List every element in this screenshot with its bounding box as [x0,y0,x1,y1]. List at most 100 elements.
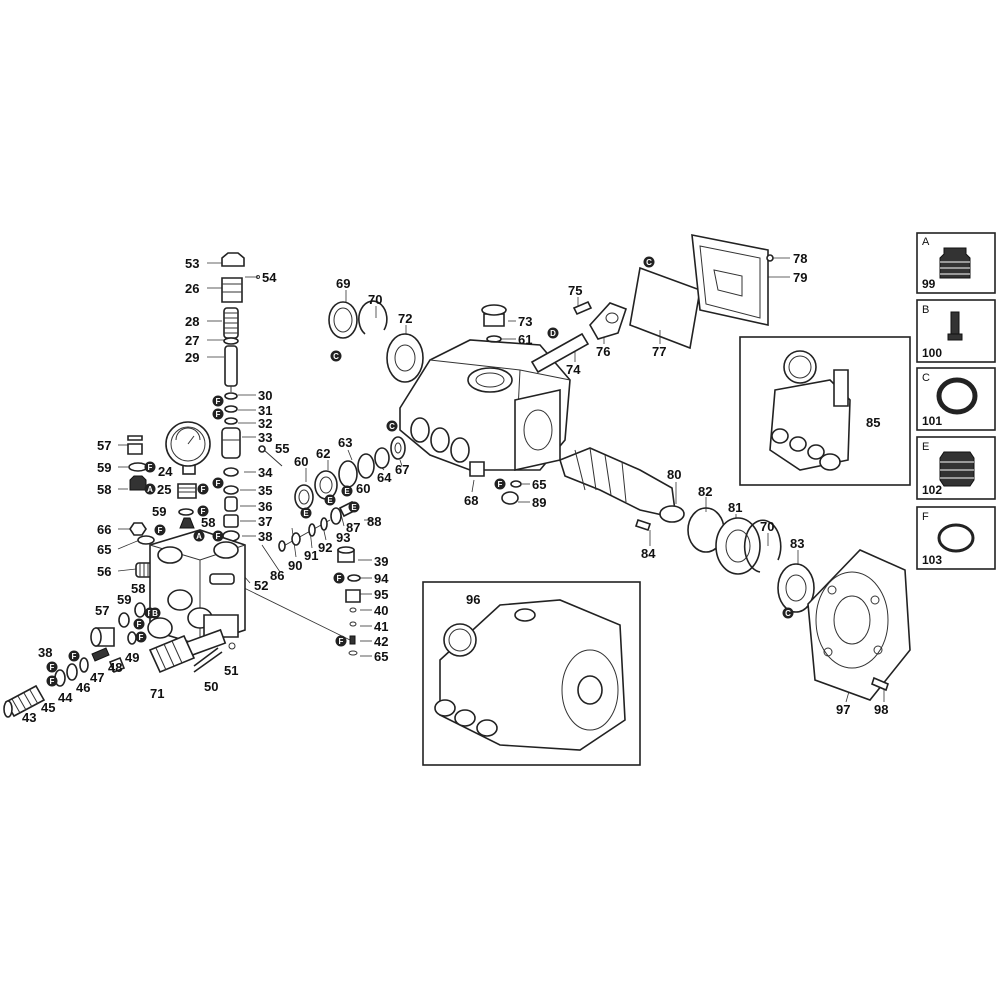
kit-markers: C C C C D F F F F F F F F F F F F F F F … [46,256,794,687]
part-label: 77 [652,344,666,359]
part-label: 92 [318,540,332,555]
part-label: 58 [131,581,145,596]
kit-a-letter: A [922,236,930,248]
part-label: 48 [108,660,122,675]
part-label: 70 [760,519,774,534]
svg-text:F: F [201,485,206,494]
marker-f: F [46,661,58,673]
inset-assembled-pump [422,581,641,766]
kit-a-number: 99 [922,277,936,291]
part-label: 69 [336,276,350,291]
part-label: 58 [201,515,215,530]
part-label: 83 [790,536,804,551]
part-label: 65 [97,542,111,557]
part-label: 79 [793,270,807,285]
vertical-valve-stack [221,252,283,542]
part-label: 67 [395,462,409,477]
part-label: 54 [262,270,277,285]
flange-cover [807,549,911,701]
svg-text:A: A [147,485,153,494]
marker-c: C [643,256,655,268]
svg-text:E: E [303,509,309,518]
part-label: 75 [568,283,582,298]
part-label: 41 [374,619,388,634]
kit-f-number: 103 [922,553,942,567]
svg-text:E: E [344,487,350,496]
part-label: 74 [566,362,581,377]
part-label: 43 [22,710,36,725]
kit-f[interactable]: F 103 [916,506,996,570]
part-label: 50 [204,679,218,694]
part-label: 42 [374,634,388,649]
part-label: 24 [158,464,173,479]
marker-f: F [68,650,80,662]
kit-c-number: 101 [922,414,942,428]
part-label: 97 [836,702,850,717]
packing-icon [939,247,971,279]
kit-a[interactable]: A 99 [916,232,996,294]
svg-text:F: F [216,479,221,488]
part-label: 60 [356,481,370,496]
marker-f: F [135,631,147,643]
part-label: 28 [185,314,199,329]
marker-a: A [144,483,156,495]
svg-text:F: F [158,526,163,535]
part-label: 37 [258,514,272,529]
part-label: 89 [532,495,546,510]
part-label: 25 [157,482,171,497]
part-label: 34 [258,465,273,480]
part-label: 94 [374,571,389,586]
marker-f: F [46,675,58,687]
marker-b: B [149,607,161,619]
part-label: 66 [97,522,111,537]
svg-text:F: F [50,677,55,686]
part-label: 80 [667,467,681,482]
part-label: 46 [76,680,90,695]
manifold-block [147,529,246,658]
marker-f: F [197,483,209,495]
svg-text:F: F [216,532,221,541]
kit-e-number: 102 [922,483,942,497]
part-label: 30 [258,388,272,403]
part-label: 38 [38,645,52,660]
part-label: 91 [304,548,318,563]
svg-text:F: F [216,410,221,419]
part-label: 29 [185,350,199,365]
marker-c: C [330,350,342,362]
kit-e[interactable]: E 102 [916,436,996,500]
kit-b-letter: B [922,304,929,316]
svg-text:C: C [389,422,395,431]
part-label: 87 [346,520,360,535]
crankcase-top-parts [328,234,774,383]
svg-text:F: F [498,480,503,489]
kit-c[interactable]: C 101 [916,367,996,431]
marker-c: C [782,607,794,619]
marker-f: F [333,572,345,584]
part-label: 93 [336,530,350,545]
marker-f: F [212,395,224,407]
part-label: 59 [117,592,131,607]
svg-text:F: F [216,397,221,406]
part-label: 52 [254,578,268,593]
kit-b[interactable]: B 100 [916,299,996,363]
part-label: 39 [374,554,388,569]
svg-text:E: E [327,496,333,505]
part-label: 72 [398,311,412,326]
marker-f: F [144,461,156,473]
part-label: 85 [866,415,880,430]
part-label: 61 [518,332,532,347]
part-label: 81 [728,500,742,515]
svg-text:F: F [137,620,142,629]
kit-b-number: 100 [922,346,942,360]
svg-text:F: F [50,663,55,672]
part-label: 84 [641,546,656,561]
part-label: 38 [258,529,272,544]
part-label: 73 [518,314,532,329]
marker-f: F [133,618,145,630]
part-label: 47 [90,670,104,685]
part-label: 45 [41,700,55,715]
svg-text:F: F [337,574,342,583]
part-label: 71 [150,686,164,701]
inset-assembled-manifold [739,336,911,486]
